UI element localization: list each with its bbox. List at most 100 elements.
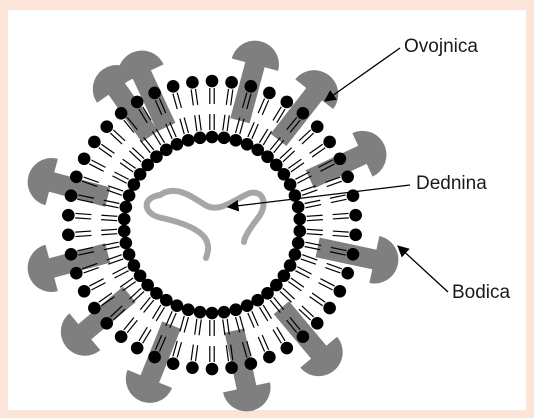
lipid-tail (291, 278, 304, 287)
lipid-head (206, 131, 219, 144)
lipid-tail (301, 259, 316, 264)
lipid-head (347, 248, 360, 261)
lipid-head (225, 76, 238, 89)
genome-pointer (228, 185, 410, 207)
lipid-tail (280, 148, 292, 159)
lipid-tail (288, 159, 301, 168)
lipid-tail (302, 190, 317, 195)
lipid-head (131, 342, 144, 355)
lipid-tail (270, 300, 280, 312)
lipid-tail (124, 317, 134, 329)
lipid-tail (307, 220, 323, 221)
lipid-tail (140, 140, 150, 152)
lipid-tail (129, 288, 141, 299)
lipid-tail (325, 268, 340, 273)
lipid-head (263, 351, 276, 364)
lipid-head (263, 87, 276, 100)
lipid-tail (307, 215, 323, 216)
lipid-tail (120, 278, 133, 287)
lipid-tail (129, 151, 141, 162)
lipid-tail (305, 205, 321, 208)
lipid-tail (199, 115, 201, 131)
lipid-tail (333, 213, 349, 214)
lipid-tail (75, 213, 91, 214)
spike-head (223, 382, 275, 415)
lipid-tail (307, 229, 323, 230)
lipid-head (100, 120, 113, 133)
lipid-head (65, 248, 78, 261)
lipid-head (349, 229, 362, 242)
lipid-head (62, 229, 75, 242)
lipid-head (88, 302, 101, 315)
lipid-tail (283, 151, 295, 162)
lipid-head (160, 144, 173, 157)
lipid-tail (184, 317, 188, 332)
lipid-head (225, 361, 238, 374)
lipid-head (70, 267, 83, 280)
lipid-head (182, 134, 195, 147)
lipid-head (120, 201, 133, 214)
lipid-head (289, 248, 302, 261)
lipid-head (186, 361, 199, 374)
lipid-head (229, 303, 242, 316)
lipid-head (115, 107, 128, 120)
lipid-tail (333, 235, 349, 236)
lipid-tail (333, 218, 349, 219)
lipid-head (334, 152, 347, 165)
lipid-head (241, 299, 254, 312)
lipid-tail (123, 159, 136, 168)
lipid-head (78, 152, 91, 165)
label-spike: Bodica (452, 283, 510, 302)
lipid-head (206, 363, 219, 376)
lipid-head (284, 178, 297, 191)
lipid-head (323, 302, 336, 315)
genome-strand-segment (160, 191, 264, 242)
lipid-head (218, 132, 231, 145)
lipid-bilayer-envelope (62, 75, 362, 376)
lipid-tail (195, 115, 197, 131)
lipid-tail (327, 263, 342, 268)
lipid-tail (270, 138, 280, 150)
lipid-head (118, 225, 131, 238)
lipid-head (131, 96, 144, 109)
lipid-tail (191, 345, 193, 361)
lipid-tail (177, 92, 181, 107)
lipid-head (148, 351, 161, 364)
lipid-tail (223, 319, 225, 335)
lipid-tail (327, 181, 342, 186)
lipid-head (311, 317, 324, 330)
lipid-head (293, 225, 306, 238)
lipid-head (293, 213, 306, 226)
lipid-head (65, 189, 78, 202)
lipid-tail (140, 297, 150, 309)
lipid-tail (280, 291, 292, 302)
lipid-head (245, 357, 258, 370)
lipid-head (123, 189, 136, 202)
lipid-tail (120, 163, 133, 172)
spike-proteins (22, 35, 403, 416)
lipid-tail (75, 235, 91, 236)
lipid-tail (227, 115, 229, 131)
lipid-tail (196, 345, 198, 361)
lipid-tail (132, 148, 144, 159)
lipid-tail (302, 255, 317, 260)
lipid-tail (310, 144, 323, 153)
lipid-tail (101, 220, 117, 221)
lipid-tail (240, 316, 244, 331)
lipid-head (194, 306, 207, 319)
lipid-head (297, 330, 310, 343)
lipid-tail (274, 297, 284, 309)
lipid-tail (330, 195, 346, 198)
lipid-head (206, 75, 219, 88)
lipid-tail (177, 342, 181, 357)
lipid-tail (312, 148, 325, 157)
lipid-tail (180, 119, 184, 134)
lipid-head (218, 306, 231, 319)
lipid-head (88, 136, 101, 149)
lipid-head (334, 285, 347, 298)
lipid-head (100, 317, 113, 330)
lipid-head (241, 138, 254, 151)
lipid-tail (199, 319, 201, 335)
